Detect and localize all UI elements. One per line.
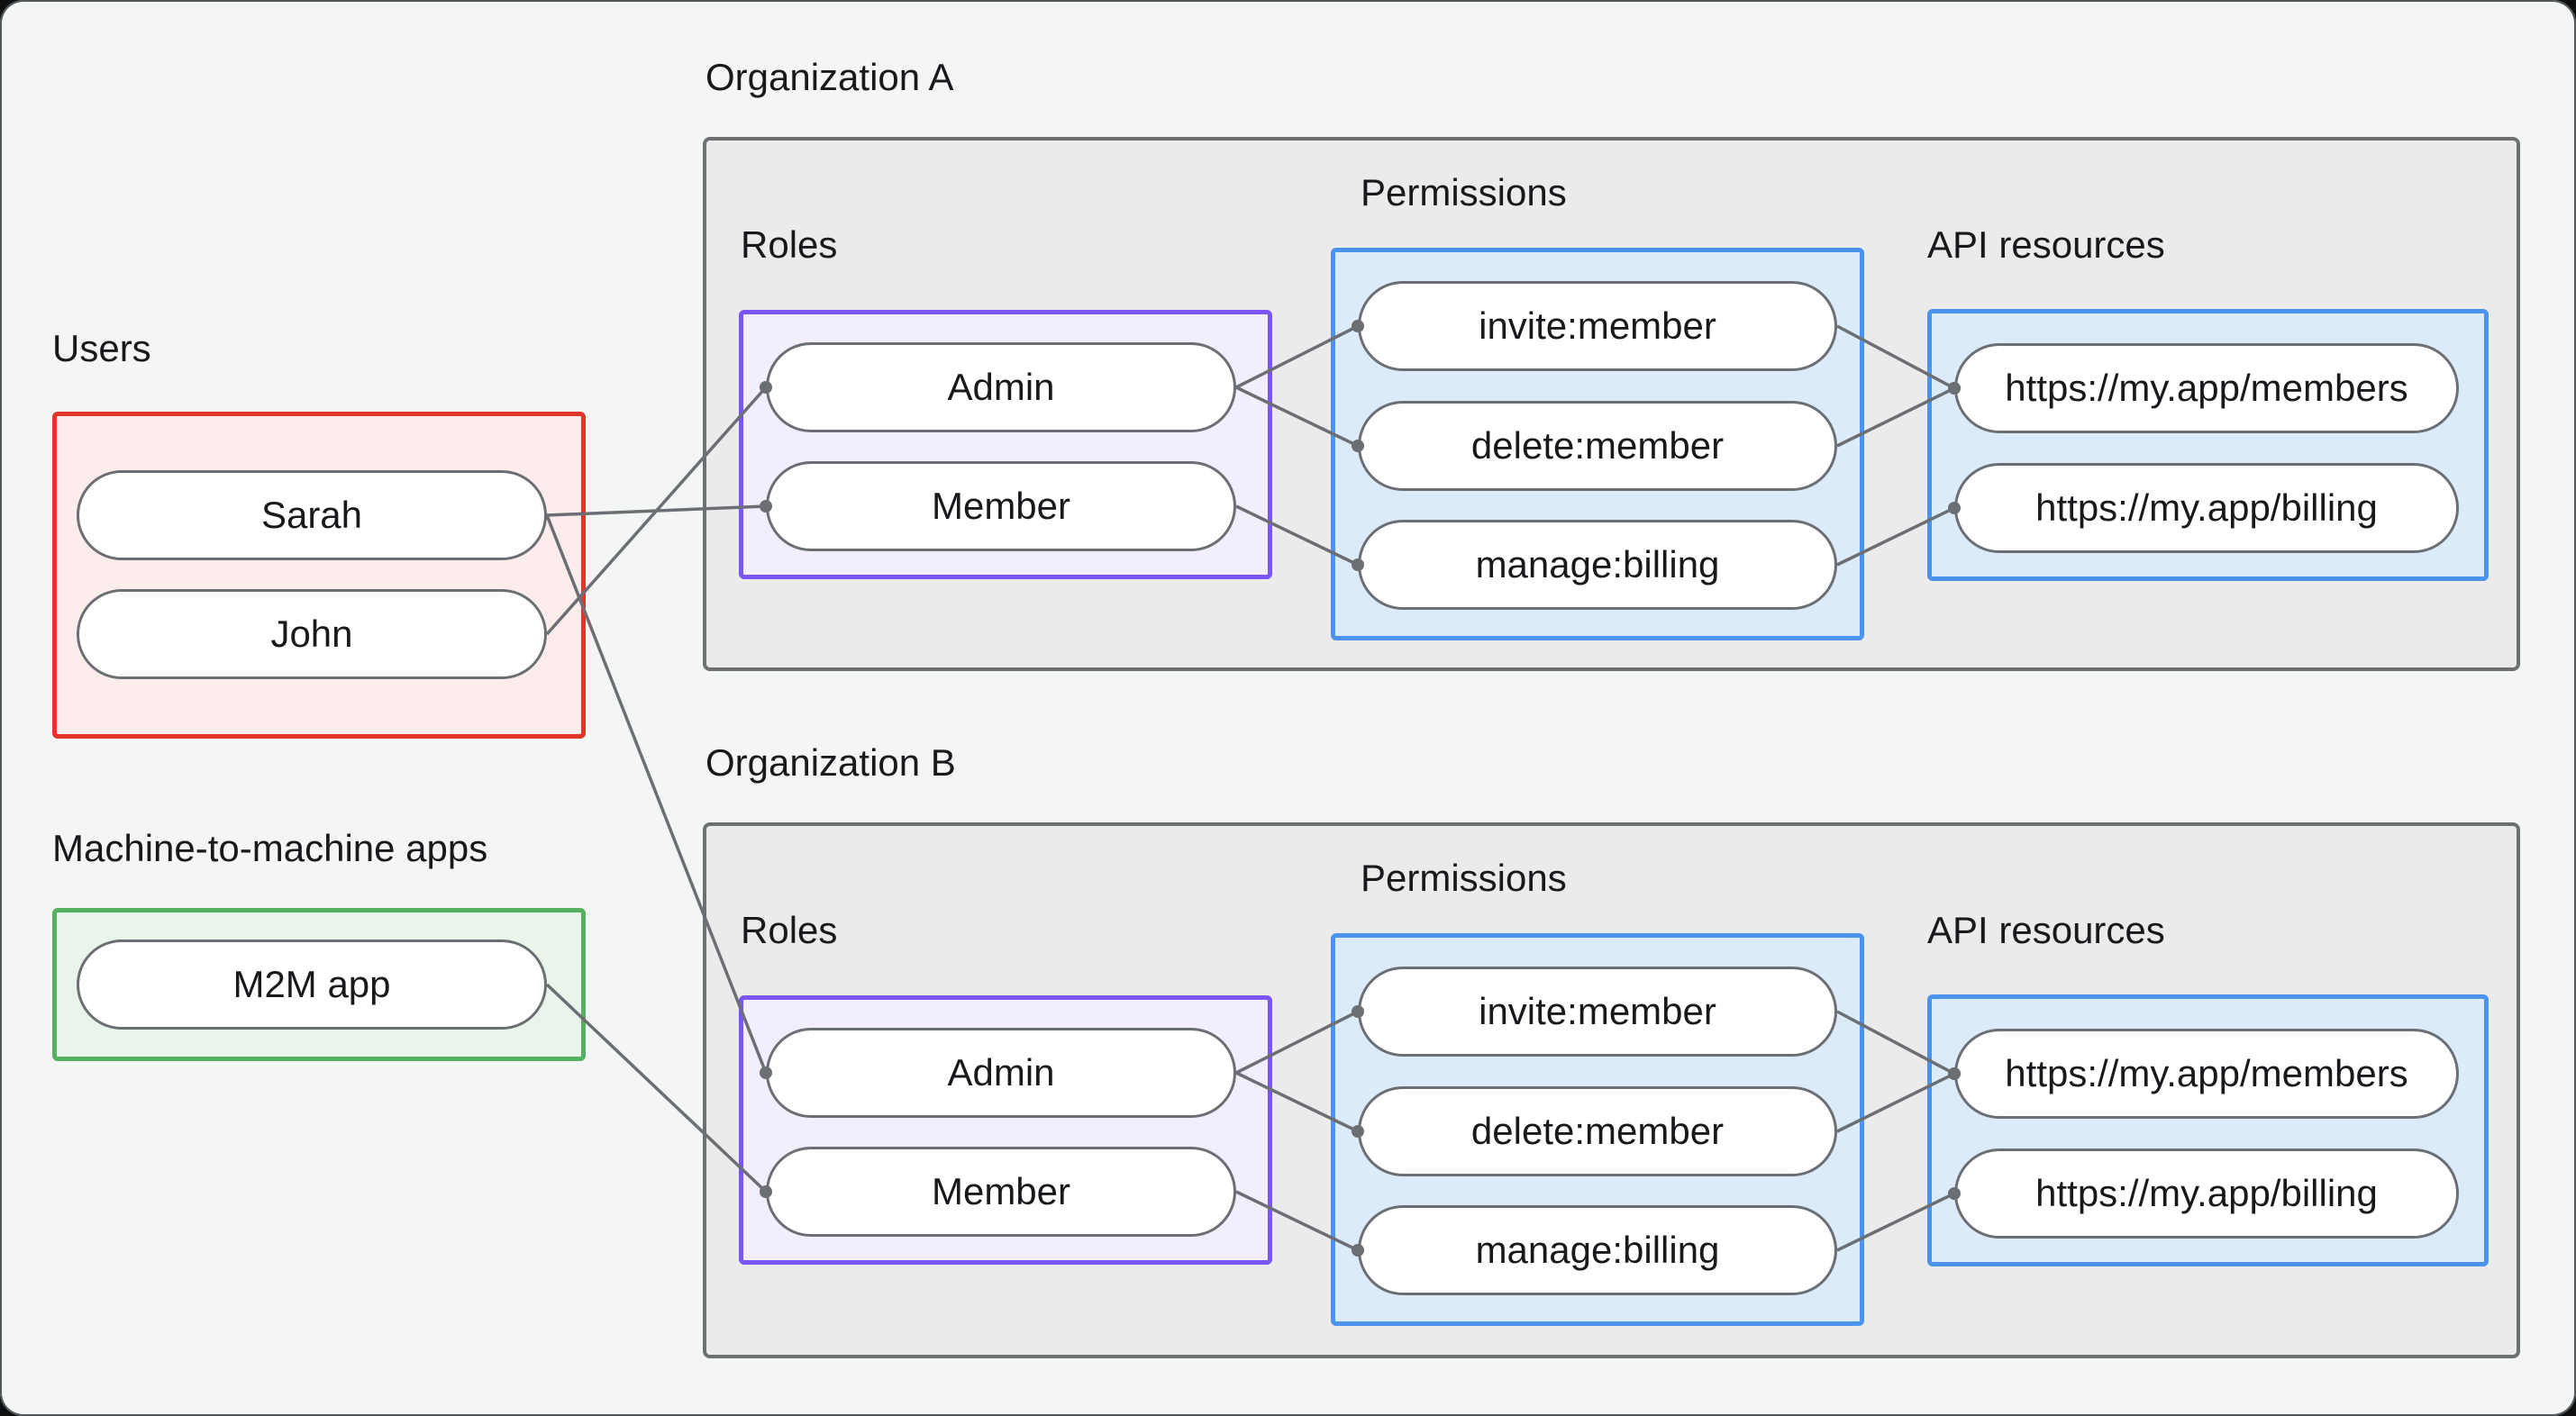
role-node-admin-b: Admin [766, 1028, 1236, 1118]
users-group-box [52, 412, 586, 739]
role-node-admin-a: Admin [766, 342, 1236, 432]
m2m-group-label: Machine-to-machine apps [52, 827, 488, 869]
org-b-roles-label: Roles [741, 909, 838, 951]
org-a-label: Organization A [705, 56, 954, 98]
api-resource-node-members-b: https://my.app/members [1954, 1029, 2459, 1119]
permission-node-manage-b: manage:billing [1358, 1205, 1837, 1295]
permission-node-delete-a: delete:member [1358, 401, 1837, 491]
role-node-member-a: Member [766, 461, 1236, 551]
role-node-member-b: Member [766, 1147, 1236, 1237]
user-node-sarah: Sarah [77, 470, 547, 560]
api-resource-node-members-a: https://my.app/members [1954, 343, 2459, 433]
api-resource-node-billing-a: https://my.app/billing [1954, 463, 2459, 553]
org-a-roles-label: Roles [741, 223, 838, 266]
users-group-label: Users [52, 327, 151, 369]
m2m-app-node: M2M app [77, 939, 547, 1030]
user-node-john: John [77, 589, 547, 679]
permission-node-invite-b: invite:member [1358, 967, 1837, 1057]
org-b-label: Organization B [705, 741, 956, 784]
permission-node-delete-b: delete:member [1358, 1086, 1837, 1176]
org-b-api-resources-label: API resources [1927, 909, 2165, 951]
org-b-permissions-label: Permissions [1361, 857, 1567, 899]
permission-node-invite-a: invite:member [1358, 281, 1837, 371]
org-a-api-resources-label: API resources [1927, 223, 2165, 266]
api-resource-node-billing-b: https://my.app/billing [1954, 1148, 2459, 1239]
org-a-permissions-label: Permissions [1361, 171, 1567, 213]
permission-node-manage-a: manage:billing [1358, 520, 1837, 610]
